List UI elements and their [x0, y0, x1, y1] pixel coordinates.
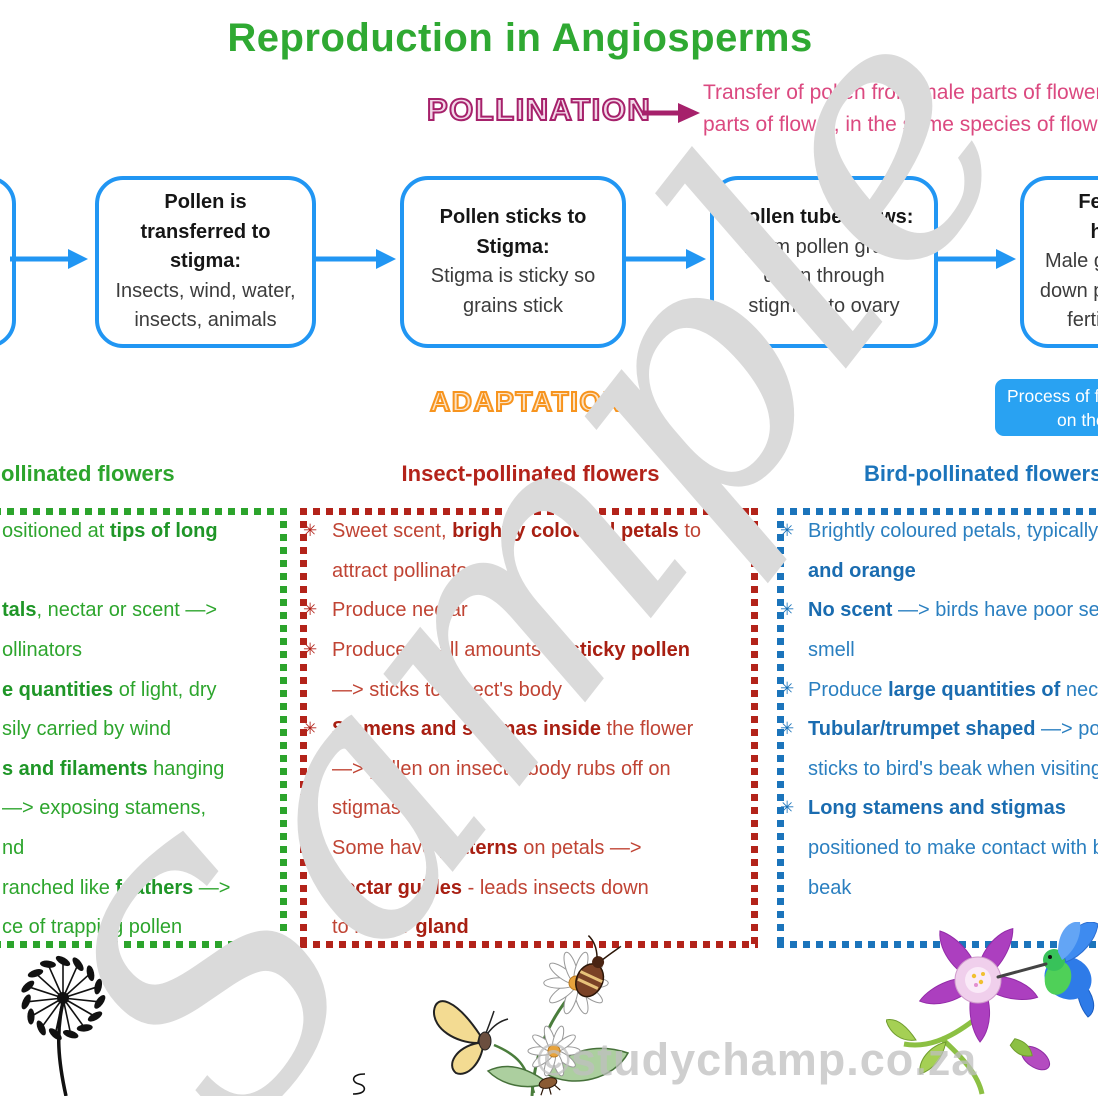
- insect-column-box: [300, 508, 758, 948]
- column-line: smell: [808, 639, 855, 662]
- insect-column-header: Insect-pollinated flowers: [401, 461, 660, 486]
- column-line: attract pollinators: [332, 559, 485, 582]
- star-bullet-icon: ✳: [780, 520, 795, 540]
- column-line: positioned to make contact with bird's: [808, 837, 1098, 860]
- column-line: ✳Produce large quantities of nectar: [780, 678, 1098, 701]
- star-bullet-icon: ✳: [303, 599, 318, 619]
- bird-column-lines: ✳Brightly coloured petals, typically red…: [780, 512, 1098, 908]
- column-line: ollinators: [2, 639, 83, 662]
- site-watermark: ©studychamp.co.za: [537, 1034, 978, 1085]
- column-line: nectar guides - leads insects down: [332, 876, 649, 899]
- flow-step-body: Male gametes travel down pollen tube and…: [1039, 250, 1098, 332]
- flow-arrow-icon-2: [624, 249, 706, 269]
- column-line: ✳No scent —> birds have poor sense of: [780, 599, 1098, 622]
- wind-column-header: ollinated flowers: [1, 461, 175, 486]
- column-line: ✳Stamens and stigmas inside the flower: [303, 718, 694, 741]
- column-line: ✳Tubular/trumpet shaped —> pollen: [780, 718, 1098, 741]
- flow-arrow-icon-0: [10, 249, 88, 269]
- column-line: tals, nectar or scent —>: [2, 599, 218, 622]
- wind-column-lines: ositioned at tips of long tals, nectar or…: [2, 512, 230, 948]
- flow-arrow-icon-1: [316, 249, 396, 269]
- hummingbird-flower-illustration: [886, 922, 1098, 1095]
- column-line: ✳Produce nectar: [303, 599, 468, 622]
- column-line: nd: [2, 837, 25, 860]
- column-line: ✳Produce small amounts of sticky pollen: [303, 639, 690, 662]
- process-note-box: Process of fertilisation on the: [995, 379, 1098, 436]
- bird-column-header: Bird-pollinated flowers: [864, 461, 1098, 486]
- column-line: ✳Long stamens and stigmas: [780, 797, 1066, 820]
- pollination-arrow-icon: [642, 103, 700, 123]
- column-line: ✳Some have patterns on petals —>: [303, 837, 642, 860]
- column-line: to nectar gland: [332, 916, 469, 939]
- adaptations-heading: ADAPTATIONS: [429, 385, 645, 418]
- column-line: ranched like feathers —>: [2, 876, 231, 899]
- star-bullet-icon: ✳: [780, 718, 795, 738]
- flow-step-title: Fertilisation happens:: [1078, 191, 1098, 243]
- pollination-heading: POLLINATION: [426, 91, 652, 128]
- bird-column-box: [777, 508, 1098, 948]
- star-bullet-icon: ✳: [303, 837, 318, 857]
- column-line: —> exposing stamens,: [2, 797, 206, 820]
- column-line: s and filaments hanging: [2, 757, 225, 780]
- flow-arrow-icon-3: [934, 249, 1016, 269]
- column-line: —> pollen on insect's body rubs off on: [332, 757, 671, 780]
- flow-step-body: From pollen grain, down through stigma i…: [743, 235, 905, 317]
- flow-step-box-3: Pollen tube grows: From pollen grain, dow…: [710, 176, 938, 348]
- flow-step-body: Stigma is sticky so grains stick: [430, 265, 596, 317]
- column-line: —> sticks to insect's body: [332, 678, 563, 701]
- flow-step-title: Pollen is transferred to stigma:: [140, 191, 271, 273]
- column-line: stigmas: [332, 797, 401, 820]
- column-line: ce of trapping pollen: [2, 916, 183, 939]
- wind-column-box: [0, 508, 287, 948]
- flow-step-title: Pollen sticks to Stigma:: [439, 206, 587, 258]
- insect-column-lines: ✳Sweet scent, brightly coloured petals t…: [303, 512, 701, 948]
- tendril-squiggle: [352, 1073, 366, 1095]
- flow-step-box-1: Pollen is transferred to stigma: Insects,…: [95, 176, 316, 348]
- column-line: ositioned at tips of long: [2, 520, 218, 543]
- star-bullet-icon: ✳: [303, 718, 318, 738]
- page-title: Reproduction in Angiosperms: [227, 16, 813, 60]
- dandelion-illustration: [21, 955, 106, 1096]
- pollination-definition: Transfer of pollen from male parts of fl…: [703, 77, 1098, 141]
- star-bullet-icon: ✳: [303, 520, 318, 540]
- column-line: beak: [808, 876, 852, 899]
- flow-step-body: Insects, wind, water, insects, animals: [115, 279, 296, 332]
- column-line: [2, 552, 230, 592]
- star-bullet-icon: ✳: [780, 679, 795, 699]
- column-line: ✳Sweet scent, brightly coloured petals t…: [303, 520, 702, 543]
- process-note-line2: on the: [1057, 410, 1098, 430]
- flow-step-box-4: Fertilisation happens: Male gametes trave…: [1020, 176, 1098, 348]
- pollination-definition-line1: Transfer of pollen from male parts of fl…: [703, 81, 1098, 104]
- column-line: and orange: [808, 559, 916, 582]
- star-bullet-icon: ✳: [780, 797, 795, 817]
- flow-step-title: Pollen tube grows:: [734, 206, 914, 228]
- star-bullet-icon: ✳: [780, 599, 795, 619]
- insects-daisies-illustration: [432, 935, 630, 1096]
- pollination-definition-line2: parts of flower, in the same species of …: [703, 113, 1098, 136]
- column-line: e quantities of light, dry: [2, 678, 217, 701]
- column-line: ✳Brightly coloured petals, typically red: [780, 520, 1098, 543]
- process-note-line1: Process of fertilisation: [1007, 386, 1098, 406]
- star-bullet-icon: ✳: [303, 639, 318, 659]
- column-line: sily carried by wind: [2, 718, 171, 741]
- column-line: sticks to bird's beak when visiting: [808, 757, 1098, 780]
- flow-step-box-2: Pollen sticks to Stigma: Stigma is sticky…: [400, 176, 626, 348]
